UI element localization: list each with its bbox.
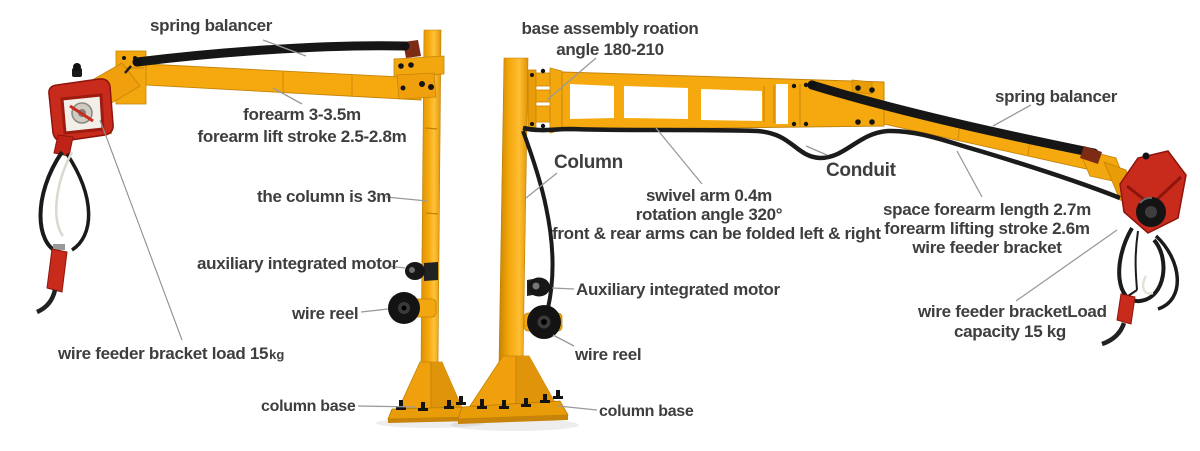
anchor-bolts bbox=[477, 390, 563, 409]
label-left-spring-balancer: spring balancer bbox=[150, 16, 273, 35]
label-space-forearm-line2: forearm lifting stroke 2.6m bbox=[884, 219, 1090, 238]
label-left-aux-motor: auxiliary integrated motor bbox=[197, 254, 398, 273]
label-right-column: Column bbox=[554, 152, 623, 173]
label-left-feeder-load-unit: kg bbox=[269, 347, 285, 362]
right-conduit bbox=[521, 125, 1121, 309]
right-wire-reel bbox=[523, 305, 563, 339]
balancer-cable bbox=[99, 119, 183, 341]
label-right-feeder-load-line2: capacity 15 kg bbox=[953, 322, 1067, 341]
leader-lines bbox=[99, 39, 1118, 411]
label-right-column-base: column base bbox=[599, 403, 694, 420]
label-swivel-arm-line1: swivel arm 0.4m bbox=[646, 186, 772, 205]
right-welding-torch bbox=[1101, 289, 1138, 347]
label-space-forearm-line3: wire feeder bracket bbox=[912, 238, 1062, 257]
label-swivel-arm: swivel arm 0.4m rotation angle 320° fron… bbox=[552, 186, 881, 243]
right-spring-balancer bbox=[807, 80, 1102, 164]
label-left-feeder-load-text: wire feeder bracket load 15 bbox=[58, 344, 269, 363]
right-swivel-arm bbox=[549, 67, 885, 134]
left-crane bbox=[36, 29, 472, 423]
left-wire-reel bbox=[388, 292, 437, 324]
label-space-forearm-line1: space forearm length 2.7m bbox=[883, 200, 1091, 219]
left-welding-torch bbox=[36, 244, 68, 315]
label-left-forearm: forearm 3-3.5m forearm lift stroke 2.5-2… bbox=[195, 104, 409, 148]
label-right-wire-reel: wire reel bbox=[575, 345, 642, 364]
label-conduit: Conduit bbox=[826, 160, 896, 181]
label-swivel-arm-line2: rotation angle 320° bbox=[635, 205, 783, 224]
left-forearm bbox=[144, 63, 422, 101]
left-torch-cables bbox=[38, 150, 91, 254]
label-left-forearm-line1: forearm 3-3.5m bbox=[243, 105, 361, 124]
label-right-feeder-load: wire feeder bracketLoad capacity 15 kg bbox=[918, 302, 1107, 342]
label-base-rotation-line2: angle 180-210 bbox=[556, 40, 664, 59]
right-crane bbox=[457, 57, 1187, 424]
anchor-bolts bbox=[396, 396, 466, 411]
label-left-column-base: column base bbox=[261, 398, 356, 415]
label-left-wire-reel: wire reel bbox=[292, 304, 359, 323]
label-base-rotation: base assembly roation angle 180-210 bbox=[515, 18, 705, 60]
label-right-feeder-load-line1: wire feeder bracketLoad bbox=[918, 302, 1107, 321]
label-right-aux-motor: Auxiliary integrated motor bbox=[576, 280, 780, 299]
right-column-base bbox=[457, 355, 569, 424]
left-spring-balancer bbox=[124, 41, 410, 74]
left-aux-motor bbox=[405, 262, 438, 281]
label-space-forearm: space forearm length 2.7m forearm liftin… bbox=[880, 200, 1094, 257]
label-left-forearm-line2: forearm lift stroke 2.5-2.8m bbox=[197, 127, 407, 146]
label-left-column: the column is 3m bbox=[257, 187, 392, 206]
label-left-feeder-load: wire feeder bracket load 15kg bbox=[58, 344, 284, 365]
left-column-base bbox=[387, 361, 472, 423]
right-aux-motor bbox=[527, 277, 550, 297]
label-right-spring-balancer: spring balancer bbox=[995, 87, 1118, 106]
right-torch-cables bbox=[1117, 226, 1180, 311]
left-column-hinge bbox=[393, 40, 445, 100]
label-swivel-arm-line3: front & rear arms can be folded left & r… bbox=[552, 224, 881, 243]
right-wire-feeder bbox=[1119, 150, 1187, 234]
label-base-rotation-line1: base assembly roation bbox=[521, 19, 699, 38]
right-rotation-bracket bbox=[527, 68, 551, 129]
